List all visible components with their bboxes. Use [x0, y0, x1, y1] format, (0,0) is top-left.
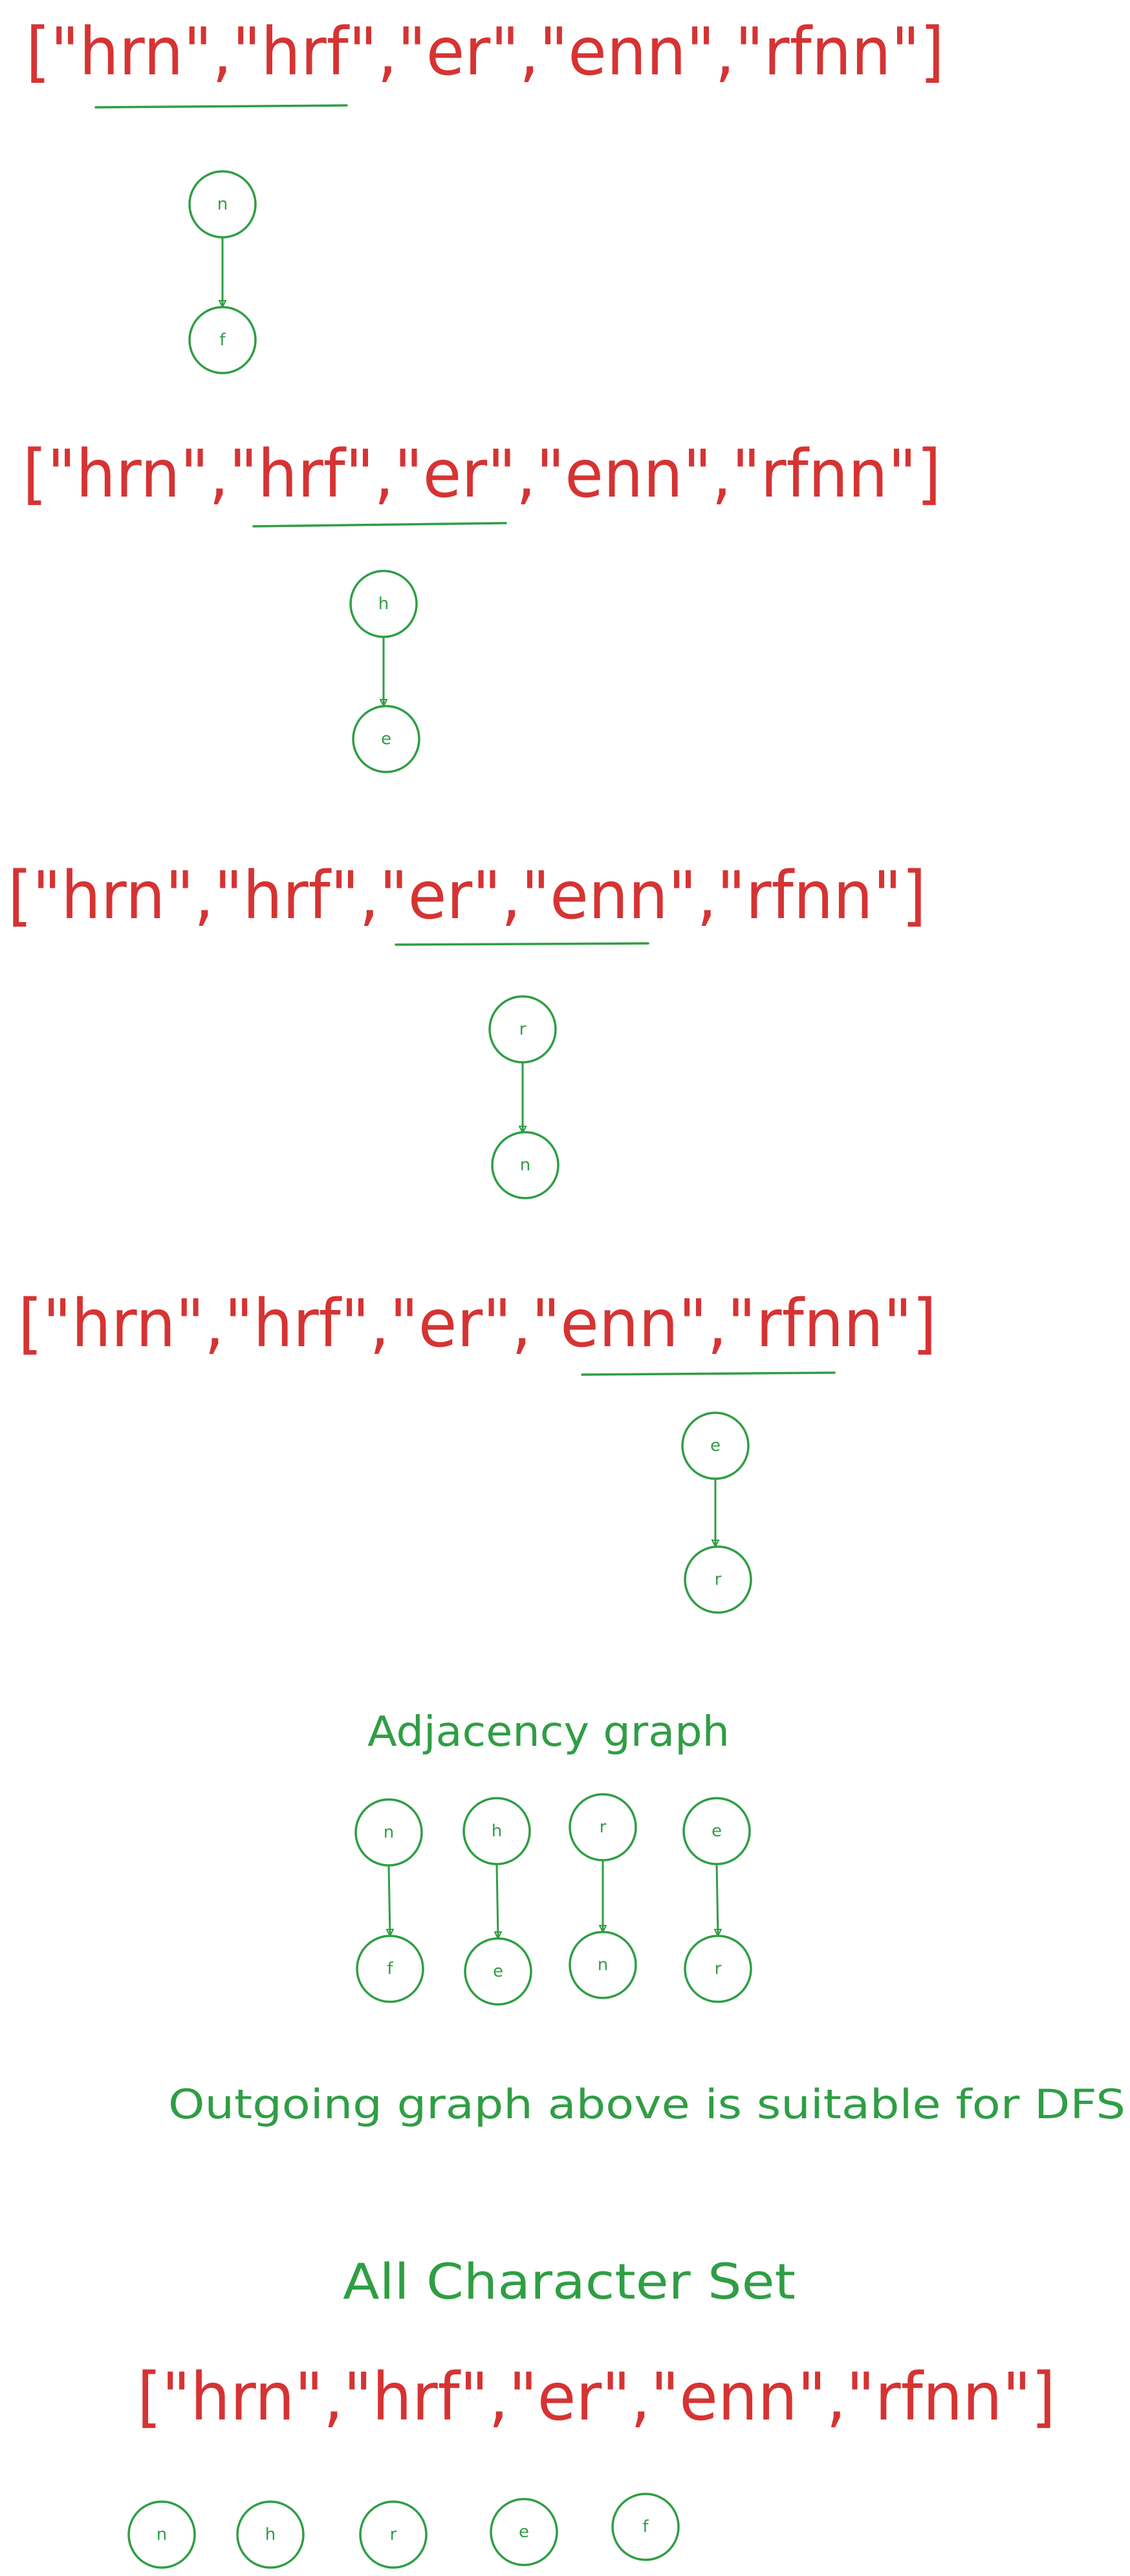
graph-node [491, 1131, 560, 1199]
graph-node [349, 570, 418, 638]
graph-edge [717, 1863, 718, 1936]
graph-node [684, 1935, 752, 2003]
node-label: f [642, 2517, 649, 2537]
pair-underline [395, 942, 649, 946]
adjacency-title: Adjacency graph [367, 1708, 730, 1756]
graph-node [488, 995, 557, 1064]
node-label: r [715, 1570, 722, 1589]
graph-node [681, 1411, 750, 1480]
graph-node [352, 705, 420, 773]
graph-node [682, 1797, 751, 1865]
pair-underline [252, 522, 507, 528]
node-label: r [715, 1959, 722, 1979]
adjacency-graph: Adjacency graph n f h e r n e r [354, 1708, 752, 2006]
word-list-text: ["hrn","hrf","er","enn","rfnn"] [18, 1285, 937, 1362]
character-node [127, 2500, 196, 2569]
character-node [359, 2500, 428, 2569]
word-list-text: ["hrn","hrf","er","enn","rfnn"] [26, 14, 944, 91]
node-label: e [710, 1436, 721, 1455]
node-label: e [519, 2522, 529, 2542]
word-list-text: ["hrn","hrf","er","enn","rfnn"] [8, 857, 926, 934]
node-label: h [378, 594, 389, 614]
word-list-text: ["hrn","hrf","er","enn","rfnn"] [137, 2359, 1056, 2436]
pair-underline [581, 1371, 836, 1376]
graph-node [462, 1797, 531, 1865]
node-label: e [712, 1821, 722, 1841]
node-label: e [493, 1962, 503, 1981]
dfs-note: Outgoing graph above is suitable for DFS [168, 2081, 1125, 2128]
graph-edge [497, 1863, 498, 1938]
comparison-step-3: ["hrn","hrf","er","enn","rfnn"] r n [8, 857, 926, 1199]
node-label: r [390, 2525, 397, 2544]
character-set-title: All Character Set [343, 2253, 796, 2310]
node-label: e [381, 729, 391, 749]
graph-node [684, 1545, 752, 1614]
character-set-section: All Character Set ["hrn","hrf","er","enn… [127, 2253, 1056, 2569]
node-label: f [219, 330, 226, 350]
comparison-step-1: ["hrn","hrf","er","enn","rfnn"] n f [26, 14, 944, 374]
comparison-step-4: ["hrn","hrf","er","enn","rfnn"] e r [18, 1285, 937, 1614]
pair-underline [94, 104, 348, 109]
comparison-step-2: ["hrn","hrf","er","enn","rfnn"] h e [23, 436, 941, 773]
node-label: n [598, 1955, 608, 1975]
graph-node [356, 1935, 424, 2003]
node-label: r [600, 1818, 607, 1837]
word-list-text: ["hrn","hrf","er","enn","rfnn"] [23, 436, 941, 513]
node-label: r [519, 1020, 527, 1039]
node-label: h [265, 2525, 276, 2544]
character-node [236, 2500, 305, 2569]
node-label: n [157, 2525, 167, 2544]
graph-node [569, 1931, 637, 1999]
node-label: n [520, 1155, 530, 1175]
node-label: f [387, 1959, 393, 1979]
graph-node [464, 1937, 532, 2006]
graph-node [354, 1798, 423, 1867]
node-label: h [492, 1821, 502, 1841]
node-label: n [384, 1823, 394, 1842]
node-label: n [217, 195, 228, 214]
graph-node [188, 306, 257, 374]
character-node [490, 2498, 558, 2566]
character-node [611, 2493, 680, 2561]
graph-node [188, 170, 257, 239]
graph-edge [389, 1865, 390, 1936]
graph-node [569, 1793, 637, 1862]
